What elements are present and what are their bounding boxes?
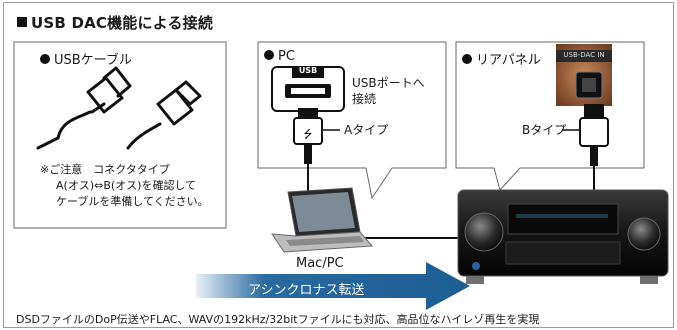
panel-usb-cable bbox=[13, 41, 227, 229]
usb-cable-a-icon bbox=[36, 66, 132, 150]
panel-rear-label: リアパネル bbox=[462, 49, 541, 68]
async-transfer-arrow bbox=[196, 262, 470, 310]
usb-b-plug-icon bbox=[579, 117, 609, 147]
panel-pc-label: PC bbox=[264, 49, 295, 64]
cable-note-line-2: A(オス)⇔B(オス)を確認して bbox=[56, 179, 197, 192]
plug-a-label: Aタイプ bbox=[344, 123, 389, 137]
panel-pc: ⭍ bbox=[257, 41, 447, 200]
pc-port-note-line-1: USBポートへ bbox=[352, 76, 425, 90]
plug-b-label: Bタイプ bbox=[522, 123, 567, 137]
panel-rear bbox=[455, 41, 645, 192]
laptop-icon bbox=[271, 187, 374, 253]
usb-port-badge: USB bbox=[298, 66, 318, 75]
svg-text:⭍: ⭍ bbox=[303, 128, 312, 141]
cable-note-line-3: ケーブルを準備してください。 bbox=[56, 195, 209, 208]
caption: DSDファイルのDoP伝送やFLAC、WAVの192kHz/32bitファイルに… bbox=[16, 313, 540, 326]
usb-dac-in-label: USB-DAC IN bbox=[563, 51, 605, 59]
av-receiver-icon bbox=[457, 189, 669, 284]
panel-usb-cable-label: USBケーブル bbox=[40, 49, 132, 68]
cable-note-line-1: ※ご注意 コネクタタイプ bbox=[40, 163, 170, 176]
laptop-label: Mac/PC bbox=[296, 256, 344, 271]
diagram-title: USB DAC機能による接続 bbox=[17, 12, 213, 33]
usb-cable-b-icon bbox=[126, 80, 202, 150]
diagram-frame bbox=[3, 2, 674, 328]
pc-port-note-line-2: 接続 bbox=[352, 92, 377, 106]
transfer-label: アシンクロナス転送 bbox=[248, 283, 365, 298]
